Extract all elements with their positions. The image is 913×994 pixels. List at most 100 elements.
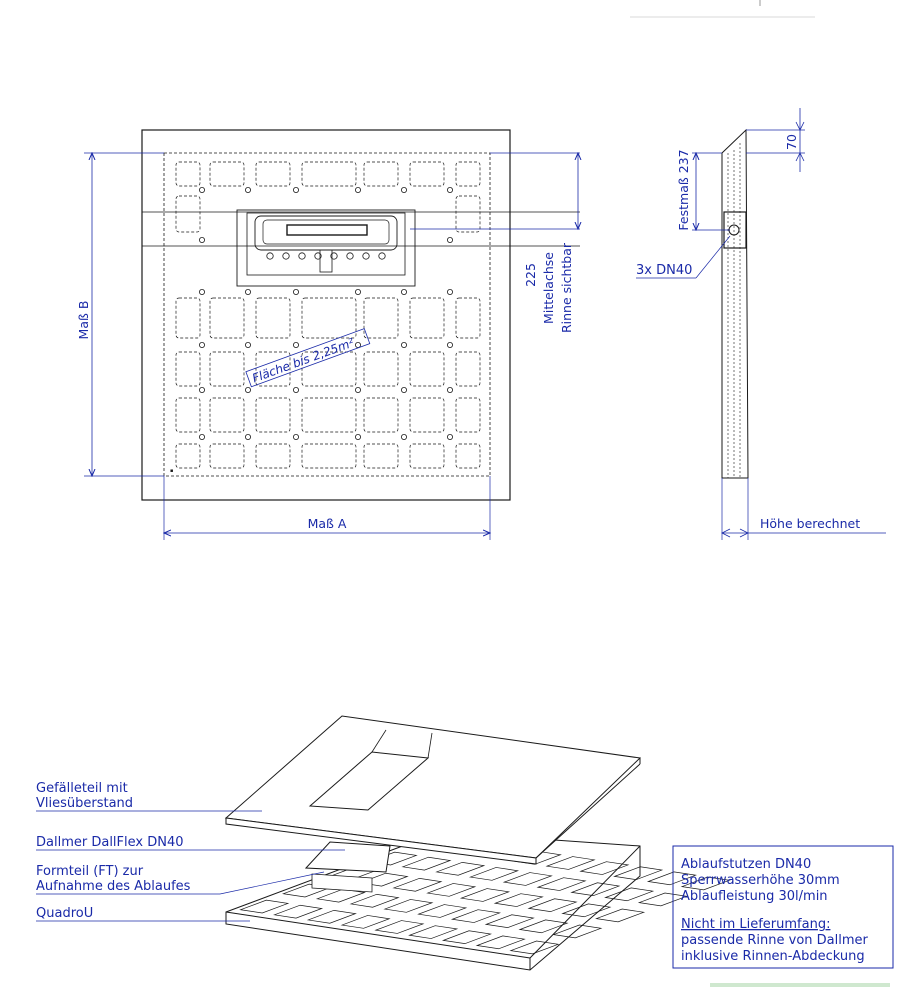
grid-hole <box>446 186 453 193</box>
grid-cell <box>409 161 445 187</box>
grid-hole <box>400 341 407 348</box>
base-cell <box>646 871 697 886</box>
slope-fold-line-1 <box>371 729 387 753</box>
grid-hole <box>244 186 251 193</box>
grid-cell <box>255 397 291 433</box>
area-label-group: Fläche bis 2,25m² <box>245 328 371 388</box>
grid-hole <box>198 341 205 348</box>
dim-top-value: 70 <box>784 134 799 150</box>
info-box-frame <box>672 845 894 969</box>
grid-hole <box>354 186 361 193</box>
base-edge-front <box>225 911 531 959</box>
base-cell <box>392 877 443 892</box>
base-cell <box>408 925 459 939</box>
grid-cell <box>175 297 201 339</box>
info-line-3: Ablaufleistung 30l/min <box>681 889 828 904</box>
base-cell <box>374 920 425 934</box>
base-cell <box>468 867 520 881</box>
base-cell <box>502 872 553 886</box>
base-cell <box>358 872 409 887</box>
grid-cell <box>301 351 357 387</box>
base-cell <box>340 915 391 929</box>
grid-hole <box>400 288 407 295</box>
grid-cell <box>175 161 201 187</box>
drain-outlet-circle <box>330 252 338 260</box>
outlet-count-label: 3x DN40 <box>636 263 692 278</box>
iso-label-slope-2: Vliesüberstand <box>36 796 133 811</box>
grid-cell <box>301 297 357 339</box>
leader-formpart-diagonal <box>219 871 325 895</box>
base-cell <box>570 882 621 897</box>
grid-cell <box>209 443 245 469</box>
grid-hole <box>292 288 299 295</box>
info-line-1: Ablaufstutzen DN40 <box>681 857 811 872</box>
grid-cells <box>175 161 481 469</box>
base-cell <box>484 914 535 929</box>
height-label: Höhe berechnet <box>760 516 860 531</box>
drain-insert <box>304 841 391 873</box>
grid-cell <box>209 397 245 433</box>
grid-hole <box>198 288 205 295</box>
base-cell <box>383 899 434 913</box>
drain-outlet-circle <box>362 252 370 260</box>
drain-outlet-circle <box>298 252 306 260</box>
base-cell <box>273 904 324 919</box>
info-note-1: passende Rinne von Dallmer <box>681 933 869 948</box>
drain-slot <box>286 224 368 236</box>
base-cell <box>527 898 578 913</box>
drain-block <box>311 873 373 893</box>
grid-cell <box>175 443 201 469</box>
grid-hole <box>198 433 205 440</box>
grid-cell <box>301 397 357 433</box>
base-cell <box>680 876 731 891</box>
grid-hole <box>446 341 453 348</box>
drain-outlet-circle <box>282 252 290 260</box>
grid-cell <box>455 443 481 469</box>
base-cell <box>509 940 560 955</box>
slope-board-edge <box>225 817 537 865</box>
isometric-view: Gefälleteil mit Vliesüberstand Dallmer D… <box>36 715 731 971</box>
grid-hole <box>354 341 361 348</box>
side-profile <box>721 128 749 479</box>
base-cell <box>435 861 486 876</box>
base-cell <box>306 909 357 924</box>
drain-frame <box>246 212 406 276</box>
grid-cell <box>209 297 245 339</box>
grid-cell <box>409 397 445 433</box>
base-cell <box>552 924 603 939</box>
base-cell <box>239 899 290 914</box>
grid-hole <box>292 186 299 193</box>
base-cell <box>441 930 492 945</box>
grid-hole <box>198 386 205 393</box>
dim-70-arrow-top <box>795 121 805 131</box>
grid-hole <box>446 236 453 243</box>
grid-cell <box>209 161 245 187</box>
iso-label-formpart-2: Aufnahme des Ablaufes <box>36 879 191 894</box>
grid-cell <box>175 351 201 387</box>
base-board <box>225 831 641 971</box>
drain-stub <box>319 249 333 273</box>
info-box: Ablaufstutzen DN40 Sperrwasserhöhe 30mm … <box>672 845 894 969</box>
grid-hole <box>354 288 361 295</box>
grid-cell <box>455 161 481 187</box>
base-cell <box>349 893 400 908</box>
grid-cell <box>363 351 399 387</box>
base-cell <box>417 904 468 918</box>
grid-hole <box>292 386 299 393</box>
base-cell <box>475 935 526 950</box>
dim-width-label: Maß A <box>308 516 347 531</box>
info-line-2: Sperrwasserhöhe 30mm <box>681 873 840 888</box>
grid-hole <box>400 186 407 193</box>
drain-outlet-circle <box>346 252 354 260</box>
small-marker: ▪ <box>170 468 173 474</box>
base-cell <box>561 903 612 918</box>
grid-cell <box>301 443 357 469</box>
grid-cell <box>255 443 291 469</box>
base-cell <box>426 883 477 897</box>
grid-hole <box>198 236 205 243</box>
grid-cell <box>363 443 399 469</box>
grid-hole <box>354 386 361 393</box>
outer-board-outline <box>141 129 511 501</box>
grid-cell <box>255 351 291 387</box>
